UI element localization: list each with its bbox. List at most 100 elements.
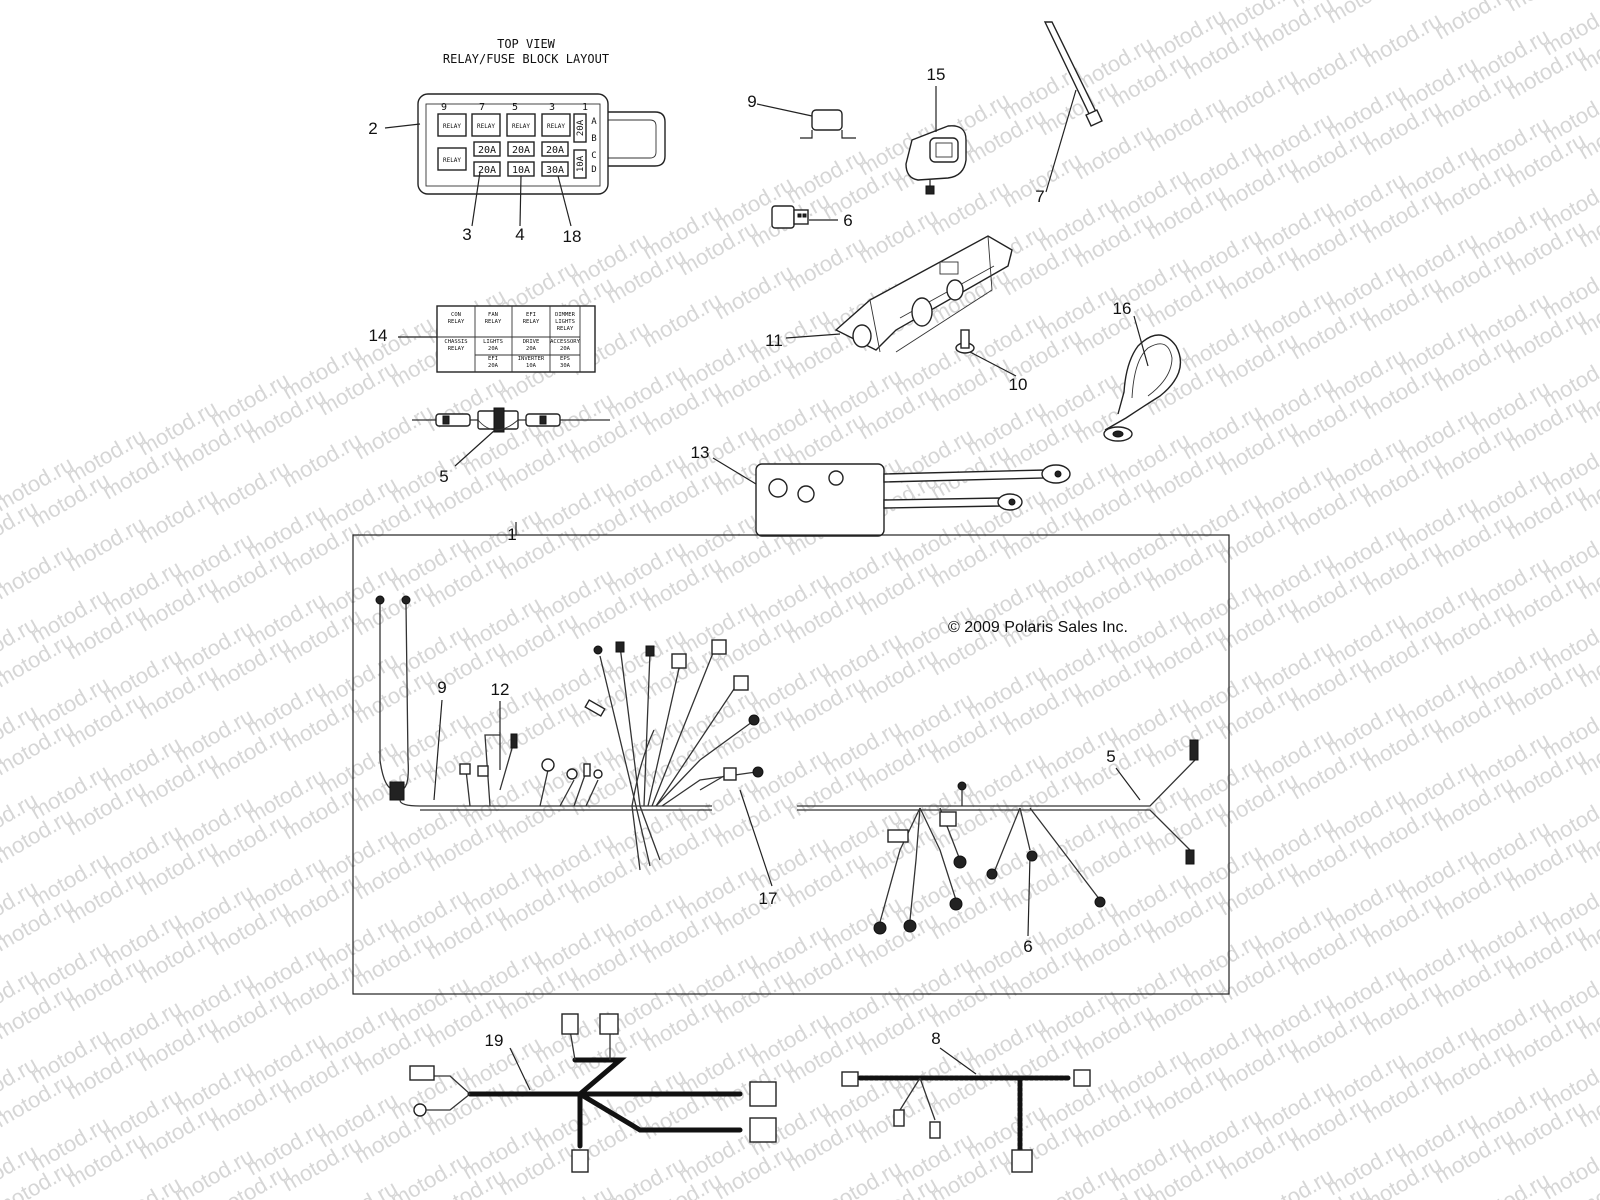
fuse-row-c: C <box>591 151 596 161</box>
decal-cell-text: CON <box>451 312 461 318</box>
callout-18: 18 <box>563 227 582 246</box>
decal-cell-text: DRIVE <box>523 339 540 345</box>
inline-fuse-holder <box>412 407 610 433</box>
callout-11: 11 <box>765 331 783 350</box>
bracket-part-11 <box>834 235 1013 353</box>
watermark-text: motod.ru <box>638 287 726 352</box>
watermark-text: motod.ru <box>278 427 366 492</box>
decal-cell-text: CHASSIS <box>444 339 467 345</box>
decal-cell-text: 20A <box>488 363 499 369</box>
fuse-col-5: 5 <box>512 102 518 113</box>
decal-cell-text: RELAY <box>448 319 465 325</box>
battery-cable-part-13 <box>755 463 1071 537</box>
decal-cell-text: EFI <box>488 356 498 362</box>
decal-cell-text: RELAY <box>485 319 502 325</box>
fuse-rating: 20A <box>512 145 530 156</box>
clamp-part-16 <box>1103 334 1182 442</box>
watermark-text: motod.ru <box>1502 0 1590 16</box>
watermark-text: motod.ru <box>62 511 150 576</box>
connector-part-6 <box>771 205 809 229</box>
decal-text: CONRELAYFANRELAYEFIRELAYDIMMERLIGHTSRELA… <box>444 312 580 369</box>
harness-19 <box>409 1013 777 1173</box>
watermark-text: motod.ru <box>1214 63 1302 128</box>
fuse-col-3: 3 <box>549 102 555 113</box>
callout-8: 8 <box>931 1029 940 1048</box>
watermark-text: motod.ru <box>134 483 222 548</box>
callout-15: 15 <box>927 65 946 84</box>
decal-cell-text: 10A <box>526 363 537 369</box>
relay-label: RELAY <box>443 123 461 130</box>
watermark-text: motod.ru <box>206 455 294 520</box>
fuse-rating: 20A <box>478 145 496 156</box>
watermark-text: motod.ru <box>1142 91 1230 156</box>
callout-2: 2 <box>368 119 377 138</box>
fuse-col-9: 9 <box>441 102 447 113</box>
decal-cell-text: LIGHTS <box>555 319 575 325</box>
fuse-rating: 20A <box>478 165 496 176</box>
callout-5-harness: 5 <box>1106 747 1115 766</box>
connector-part-15 <box>905 125 967 195</box>
fuse-slot <box>507 141 535 157</box>
callout-6-harness: 6 <box>1023 937 1032 956</box>
relay-slot <box>471 113 501 137</box>
fuse-slot-side <box>573 149 587 179</box>
main-harness-left <box>375 595 764 871</box>
decal-cell-text: 20A <box>560 346 571 352</box>
watermark-text: motod.ru <box>926 175 1014 240</box>
callout-19: 19 <box>485 1031 504 1050</box>
fuse-block-heading-layout: RELAY/FUSE BLOCK LAYOUT <box>443 52 609 66</box>
callouts: 1 2 3 4 18 14 5 9 15 7 6 11 10 16 13 9 1… <box>368 65 1131 1050</box>
fuse-decal: CONRELAYFANRELAYEFIRELAYDIMMERLIGHTSRELA… <box>436 305 596 373</box>
fuse-slot-side <box>573 113 587 143</box>
fuse-row-b: B <box>591 134 596 144</box>
relay-slot <box>541 113 571 137</box>
watermark-text: motod.ru <box>1286 35 1374 100</box>
fuse-block-strap <box>595 111 666 167</box>
fuse-block-heading-top: TOP VIEW <box>497 37 556 51</box>
decal-cell-text: 20A <box>526 346 537 352</box>
relay-label: RELAY <box>477 123 495 130</box>
decal-cell-text: RELAY <box>523 319 540 325</box>
callout-5: 5 <box>439 467 448 486</box>
decal-cell-text: EPS <box>560 356 570 362</box>
watermark-text: motod.ru <box>782 231 870 296</box>
callout-1: 1 <box>507 525 516 544</box>
decal-cell-text: LIGHTS <box>483 339 503 345</box>
fuse-col-7: 7 <box>479 102 485 113</box>
fuse-row-d: D <box>591 165 596 175</box>
callout-14: 14 <box>369 326 388 345</box>
fuse-slot <box>473 141 501 157</box>
watermark-text: motod.ru <box>1358 7 1446 72</box>
decal-cell-text: FAN <box>488 312 498 318</box>
callout-4: 4 <box>515 225 524 244</box>
watermark-text: motod.ru <box>1430 0 1518 44</box>
fuse-row-a: A <box>591 117 597 127</box>
callout-13: 13 <box>691 443 710 462</box>
copyright-notice: © 2009 Polaris Sales Inc. <box>948 619 1128 636</box>
relay-part-9 <box>800 109 856 139</box>
fuse-rating: 10A <box>512 165 530 176</box>
fuse-slot <box>541 141 569 157</box>
fuse-rating-side: 20A <box>576 119 586 136</box>
relay-slot <box>437 147 467 171</box>
fuse-slot <box>541 161 569 177</box>
callout-9: 9 <box>747 92 756 111</box>
callout-3: 3 <box>462 225 471 244</box>
decal-cell-text: DIMMER <box>555 312 576 318</box>
fuse-col-1: 1 <box>582 102 588 113</box>
relay-label: RELAY <box>512 123 530 130</box>
harness-8 <box>841 1069 1091 1173</box>
decal-cell-text: 20A <box>488 346 499 352</box>
decal-cell-text: 30A <box>560 363 571 369</box>
relay-label: RELAY <box>443 157 461 164</box>
decal-label <box>436 305 596 373</box>
decal-cell-text: INVERTER <box>518 356 545 362</box>
fuse-rating-side: 10A <box>576 155 586 172</box>
watermark-text: motod.ru <box>0 539 78 604</box>
callout-17: 17 <box>759 889 778 908</box>
decal-cell-text: RELAY <box>557 326 574 332</box>
watermark-text: motod.ru <box>350 399 438 464</box>
watermark-text: motod.ru <box>854 203 942 268</box>
